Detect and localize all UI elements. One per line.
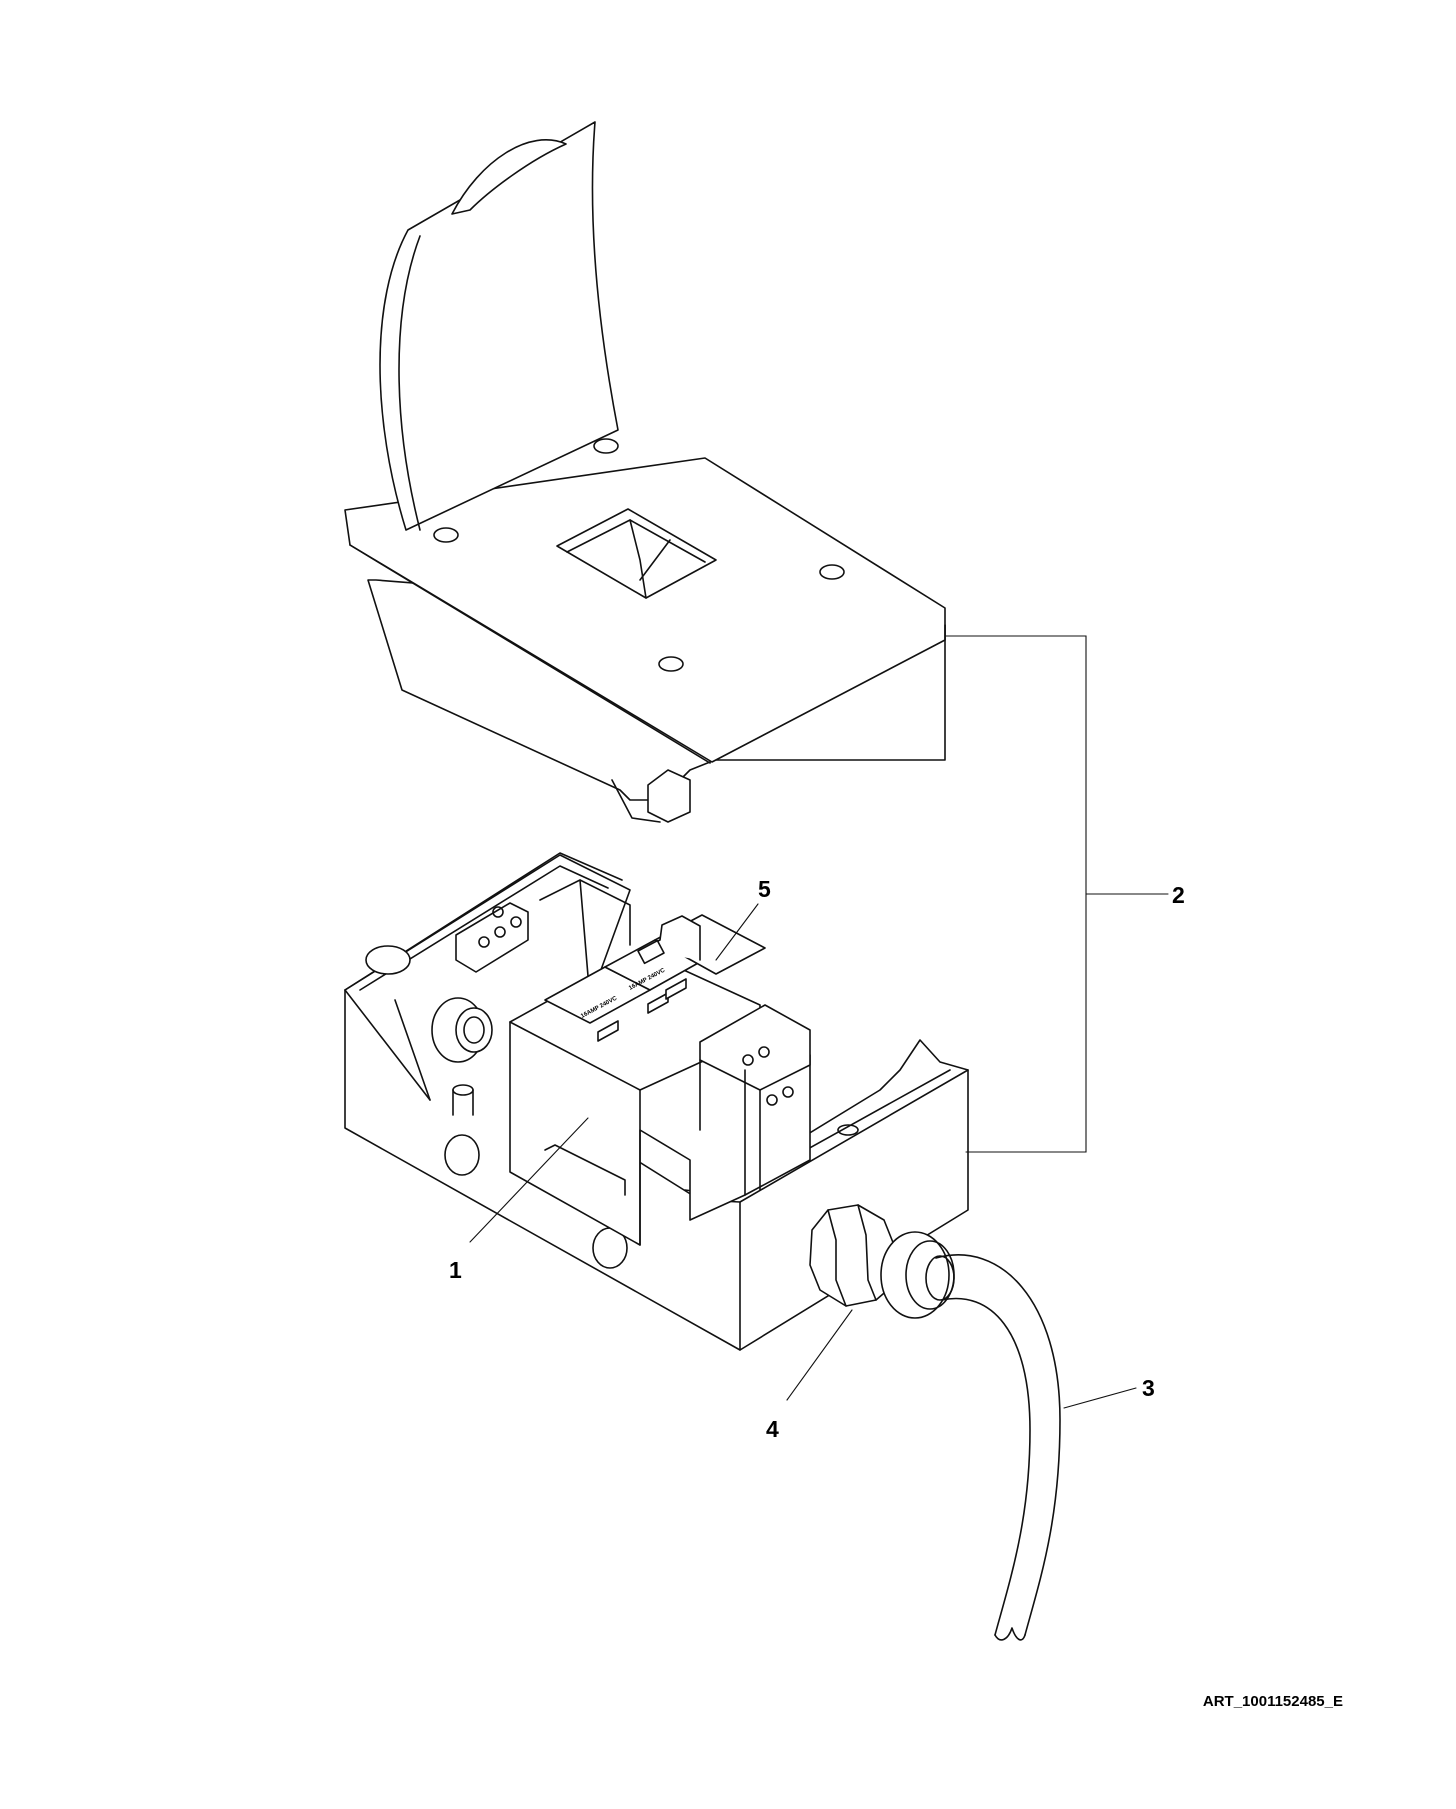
callout-5: 5	[758, 876, 771, 902]
callout-1: 1	[449, 1257, 462, 1283]
cable-gland	[809, 1204, 955, 1319]
callout-4: 4	[766, 1416, 779, 1442]
circuit-breaker-module: 16AMP 240VC 16AMP 240VC	[509, 914, 811, 1246]
enclosure-lid	[344, 438, 946, 823]
leader-lines	[469, 635, 1169, 1409]
power-cable	[935, 1254, 1061, 1641]
callout-3: 3	[1142, 1375, 1155, 1401]
art-reference-id: ART_1001152485_E	[1203, 1693, 1343, 1710]
lid-hinged-flap	[379, 121, 619, 531]
callout-2: 2	[1172, 882, 1185, 908]
enclosure-base	[344, 852, 969, 1351]
